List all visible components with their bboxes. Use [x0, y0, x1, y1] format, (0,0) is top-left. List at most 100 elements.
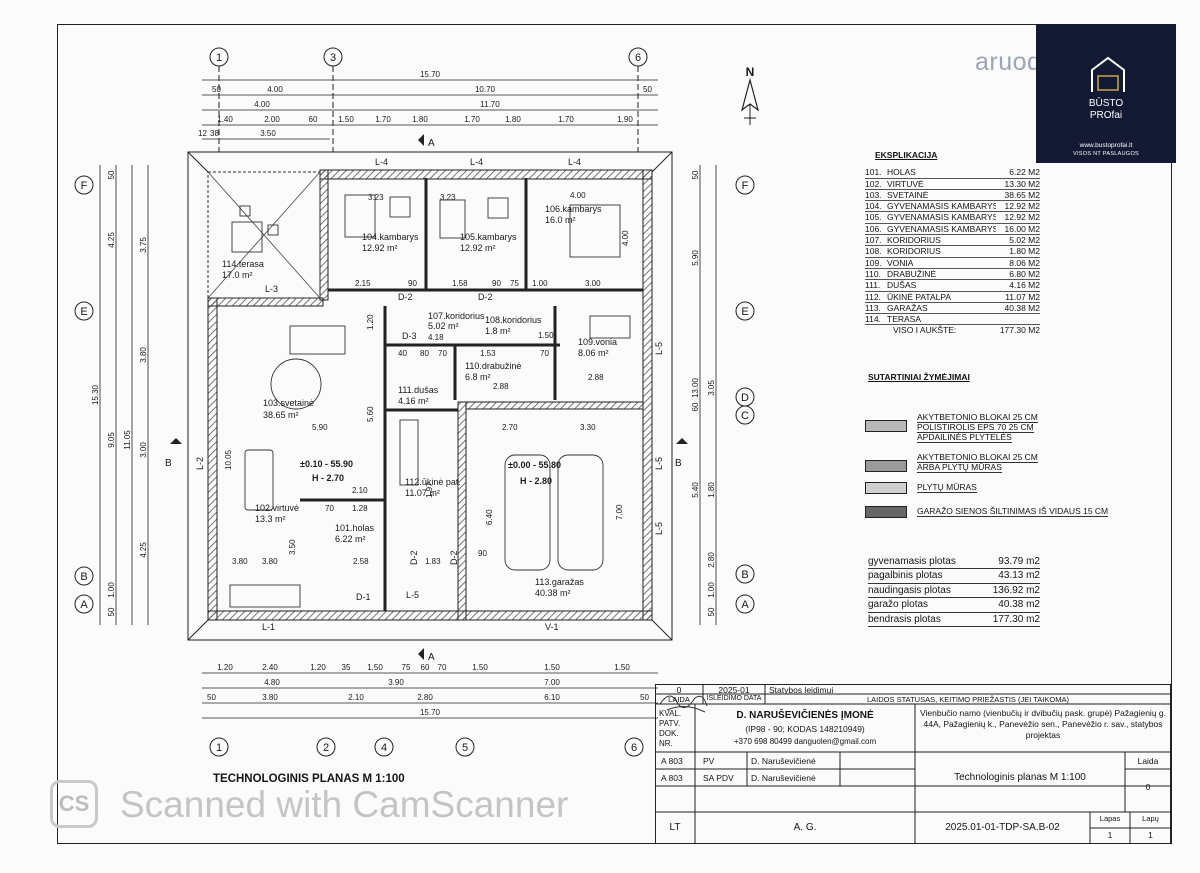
- tb-r1-code: A 803: [661, 756, 683, 766]
- idim-12: 4.18: [428, 333, 444, 342]
- room-104-name: 104.kambarys: [362, 232, 419, 242]
- title-block: 0 2025-01 Statybos leidimui LAIDA IŠLEID…: [655, 684, 1171, 844]
- idim-22: 70: [540, 349, 549, 358]
- drawing-frame: [57, 24, 1172, 844]
- north-label: N: [746, 65, 755, 79]
- level-garage: ±0.00 - 55.80: [508, 460, 561, 470]
- idim-13: 1.50: [538, 331, 554, 340]
- tb-hdr-date: IŠLEIDIMO DATA: [706, 695, 762, 702]
- idim-1: 3.23: [440, 193, 456, 202]
- house-logo-icon: [1091, 56, 1125, 92]
- idim-0: 3.23: [368, 193, 384, 202]
- room-110-name: 110.drabužinė: [465, 361, 521, 371]
- dim-top-r4-3: 1.50: [338, 115, 354, 124]
- tb-r2-name: D. Naruševičienė: [751, 773, 816, 783]
- exterior-walls: [207, 169, 653, 621]
- symbols-title: SUTARTINIAI ŽYMĖJIMAI: [868, 372, 970, 382]
- door-d2-c: D-2: [409, 550, 419, 565]
- idim-27: 70: [325, 504, 334, 513]
- tb-sheet-title: Technologinis planas M 1:100: [954, 772, 1086, 783]
- tb-rev-text: Statybos leidimui: [769, 685, 834, 695]
- axis-6-top: 6: [635, 52, 641, 64]
- tb-r1-name: D. Naruševičienė: [751, 756, 816, 766]
- idim-26: 1.28: [352, 504, 368, 513]
- dim-left-2: 3.75: [139, 237, 148, 253]
- axis-4-bottom: 4: [381, 742, 387, 754]
- dim-right-8: 1.00: [707, 582, 716, 598]
- lintel-l2: L-2: [195, 457, 205, 470]
- lintel-l3: L-3: [265, 284, 278, 294]
- dim-top-r3-1: 11.70: [480, 100, 500, 109]
- axis-5-bottom: 5: [462, 742, 468, 754]
- room-108-name: 108.koridorius: [485, 315, 542, 325]
- tb-doc-no: 2025.01-01-TDP-SA.B-02: [945, 822, 1060, 833]
- axis-C-right: C: [741, 410, 749, 422]
- dim-top-r4-2: 60: [309, 115, 318, 124]
- tb-r1-role: PV: [703, 756, 715, 766]
- north-arrow-icon: [740, 77, 760, 125]
- camscanner-icon: CS: [50, 780, 98, 828]
- tb-rev-date: 2025-01: [718, 685, 750, 695]
- idim-34: 7.00: [615, 504, 624, 520]
- section-markers: [170, 134, 688, 660]
- tb-company-code: (IP98 - 90; KODAS 148210949): [745, 724, 865, 734]
- dim-top-total: 15.70: [420, 70, 441, 79]
- dim-top-r3-0: 4.00: [254, 100, 270, 109]
- axis-D-right: D: [741, 392, 749, 404]
- idim-3: 4.00: [621, 230, 630, 246]
- idim-25: 2.10: [352, 486, 368, 495]
- dim-bot-r1-3: 35: [342, 663, 351, 672]
- dim-top-r4-5: 1.80: [412, 115, 428, 124]
- idim-14: 5.90: [312, 423, 328, 432]
- idim-9: 1.00: [532, 279, 548, 288]
- axis-1-bottom: 1: [216, 742, 222, 754]
- tb-company-contact: +370 698 80499 danguolen@gmail.com: [733, 737, 877, 746]
- dim-top-r5-0: 12: [198, 129, 207, 138]
- dim-bot-r1-6: 60: [421, 663, 430, 672]
- lintel-v1: V-1: [545, 622, 559, 632]
- idim-10: 3.00: [585, 279, 601, 288]
- room-105-name: 105.kambarys: [460, 232, 517, 242]
- dim-top-r4-0: 1.40: [217, 115, 233, 124]
- symbol-text: POLISTIROLIS EPS 70 25 CM: [917, 422, 1034, 433]
- dim-bot-r1-2: 1.20: [310, 663, 326, 672]
- door-d2-a: D-2: [398, 292, 413, 302]
- tb-hdr-laida: LAIDA: [668, 695, 690, 704]
- room-114-area: 17.0 m²: [222, 270, 253, 280]
- lintel-l4-a: L-4: [375, 157, 388, 167]
- axis-6-bottom: 6: [631, 742, 637, 754]
- tb-qual: KVAL. PATV. DOK. NR.: [659, 709, 682, 748]
- dim-bot-r2-2: 7.00: [544, 678, 560, 687]
- tb-company: D. NARUŠEVIČIENĖS ĮMONĖ: [736, 710, 874, 721]
- idim-30: 2.58: [353, 557, 369, 566]
- idim-4: 2.15: [355, 279, 371, 288]
- room-103-area: 38.65 m²: [263, 410, 299, 420]
- tb-r2-role: SA PDV: [703, 773, 734, 783]
- tb-rev-no: 0: [676, 685, 682, 695]
- furniture: [229, 194, 631, 608]
- symbol-swatch: [865, 482, 907, 494]
- dim-right-1: 5.90: [691, 250, 700, 266]
- room-113-area: 40.38 m²: [535, 588, 571, 598]
- section-b-left: B: [165, 458, 172, 469]
- dim-bot-r3-0: 50: [207, 693, 216, 702]
- tb-lapu-label: Lapų: [1142, 814, 1159, 823]
- dim-bot-r1-7: 70: [438, 663, 447, 672]
- dim-right-9: 50: [707, 607, 716, 616]
- idim-21: 1.53: [480, 349, 496, 358]
- dim-top-r2-1: 4.00: [267, 85, 283, 94]
- dim-bot-r2-0: 4.80: [264, 678, 280, 687]
- dim-bot-r1-1: 2.40: [262, 663, 278, 672]
- room-111-name: 111.dušas: [398, 385, 439, 395]
- idim-17: 3.30: [580, 423, 596, 432]
- room-101-name: 101.holas: [335, 523, 375, 533]
- room-105-area: 12.92 m²: [460, 243, 496, 253]
